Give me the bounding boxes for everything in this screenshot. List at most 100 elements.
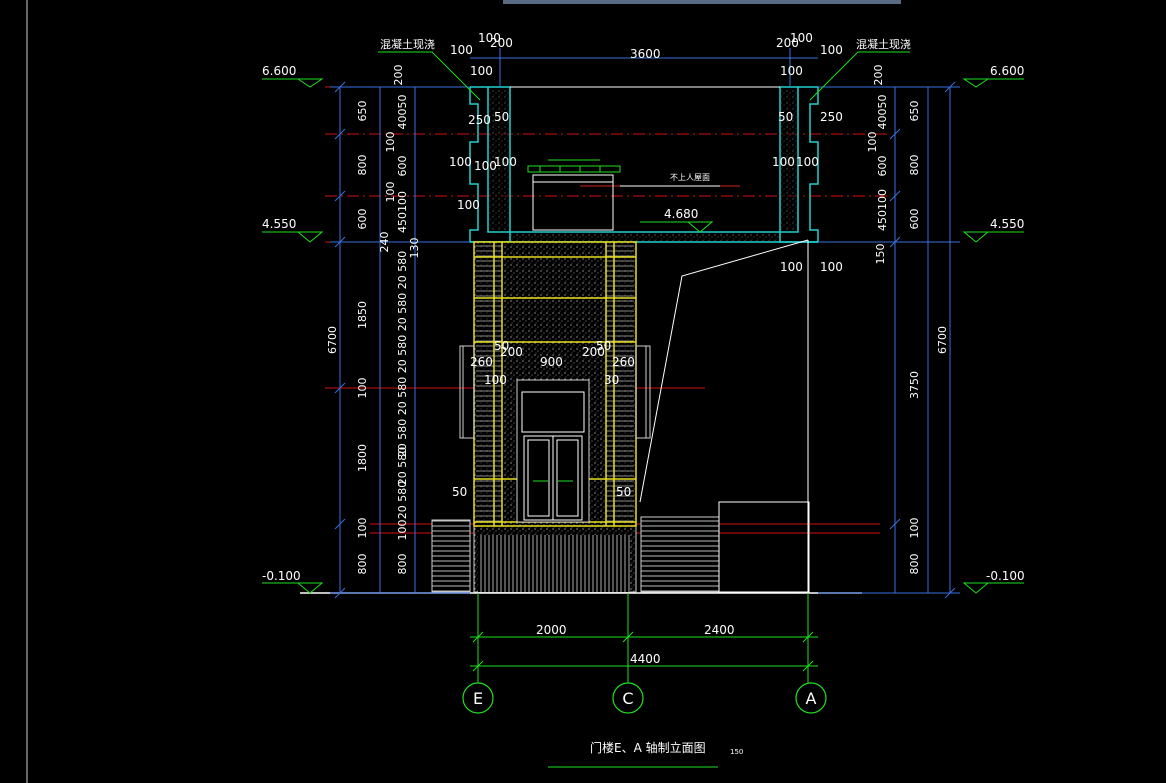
elevation-markers — [262, 78, 1024, 594]
dim-bottom-seg1: 2000 — [536, 623, 567, 637]
dim-left-100a: 100 — [356, 378, 369, 399]
dim-rinner-2: 100 — [866, 132, 879, 153]
dim-l100d: 100 — [457, 198, 480, 212]
dim-right-total: 6700 — [936, 326, 949, 354]
elev-left-bottom: -0.100 — [262, 569, 301, 583]
door-frame — [516, 379, 590, 523]
dim-left-1800: 1800 — [356, 444, 369, 472]
dim-right-650: 650 — [908, 101, 921, 122]
dim-rinner-1: 40050 — [876, 95, 889, 130]
bottom-dimension-lines — [470, 593, 818, 683]
dim-top-a100: 100 — [450, 43, 473, 57]
slab-fill — [511, 233, 779, 241]
dim-top-d100: 100 — [790, 31, 813, 45]
dim-linner-5: 450100 — [396, 191, 409, 233]
axis-bubble-c — [612, 682, 644, 714]
tower-base — [478, 535, 630, 592]
dim-linner-3: 600 — [396, 156, 409, 177]
dim-l100c: 100 — [494, 155, 517, 169]
dim-w200r: 200 — [582, 345, 605, 359]
dim-l100a: 100 — [449, 155, 472, 169]
dim-linner-8: 20 580 — [396, 251, 409, 290]
right-fence — [640, 516, 720, 593]
dim-w50r: 50 — [596, 339, 611, 353]
axis-bubble-a — [795, 682, 827, 714]
elev-right-bottom: -0.100 — [986, 569, 1025, 583]
dim-right-3750: 3750 — [908, 371, 921, 399]
dim-linner-4: 100 — [384, 182, 397, 203]
dim-r100d: 100 — [820, 260, 843, 274]
dim-linner-0: 200 — [392, 65, 405, 86]
dim-top-b100: 100 — [478, 31, 501, 45]
dim-top-f100: 100 — [780, 64, 803, 78]
dim-l50: 50 — [494, 110, 509, 124]
side-balconies — [459, 345, 651, 439]
dim-linner-9: 20 580 — [396, 293, 409, 332]
dim-linner-11: 20 580 — [396, 377, 409, 416]
dim-linner-6: 240 — [378, 232, 391, 253]
dim-bottom-total: 4400 — [630, 652, 661, 666]
dim-top-a200: 200 — [490, 36, 513, 50]
dim-w100: 100 — [484, 373, 507, 387]
dim-r250: 250 — [820, 110, 843, 124]
dim-right-150: 150 — [874, 244, 887, 265]
dim-left-total: 6700 — [326, 326, 339, 354]
dim-linner-14: 20 580 — [396, 481, 409, 520]
dim-w900: 900 — [540, 355, 563, 369]
dim-w30: 30 — [604, 373, 619, 387]
dimension-ticks — [334, 81, 956, 599]
dim-left-100b: 100 — [356, 518, 369, 539]
dim-w200l: 200 — [500, 345, 523, 359]
note-roof: 不上人屋面 — [670, 173, 710, 182]
dim-bottom-seg2: 2400 — [704, 623, 735, 637]
elev-left-top: 6.600 — [262, 64, 296, 78]
right-wall-fill — [781, 90, 797, 230]
drawing-scale: 150 — [730, 748, 743, 756]
dim-left-1850: 1850 — [356, 301, 369, 329]
dim-top-e100: 100 — [820, 43, 843, 57]
dim-rinner-4: 450100 — [876, 189, 889, 231]
dim-l250: 250 — [468, 113, 491, 127]
elev-left-mid: 4.550 — [262, 217, 296, 231]
dim-top-span: 3600 — [630, 47, 661, 61]
left-fence — [431, 519, 471, 593]
dim-rinner-0: 200 — [872, 65, 885, 86]
axis-bubbles — [462, 682, 827, 714]
yellow-trim — [473, 241, 637, 527]
dim-linner-1: 40050 — [396, 95, 409, 130]
axis-label-a: A — [806, 689, 817, 708]
axis-label-c: C — [622, 689, 633, 708]
note-concrete-right: 混凝土现浇 — [856, 37, 911, 51]
dim-left-800a: 800 — [356, 155, 369, 176]
dim-top-b200: 200 — [776, 36, 799, 50]
note-concrete-left: 混凝土现浇 — [380, 37, 435, 51]
dim-left-600: 600 — [356, 209, 369, 230]
dim-r100c: 100 — [780, 260, 803, 274]
dim-b50l: 50 — [452, 485, 467, 499]
dim-linner-7: 130 — [408, 238, 421, 259]
dim-left-800b: 800 — [356, 554, 369, 575]
dim-linner-10: 20 580 — [396, 335, 409, 374]
dim-linner-15: 100 — [396, 520, 409, 541]
axis-bubble-e — [462, 682, 494, 714]
dim-rinner-3: 600 — [876, 156, 889, 177]
dim-right-100: 100 — [908, 518, 921, 539]
dim-b50r: 50 — [616, 485, 631, 499]
dim-w260l: 260 — [470, 355, 493, 369]
axis-label-e: E — [473, 689, 483, 708]
dim-linner-16: 800 — [396, 554, 409, 575]
dim-l100b: 100 — [474, 159, 497, 173]
dim-right-800a: 800 — [908, 155, 921, 176]
dim-top-c100: 100 — [470, 64, 493, 78]
drawing-title: 门楼E、A 轴制立面图 — [590, 740, 706, 755]
dim-linner-12: 20 580 — [396, 419, 409, 458]
dim-r50: 50 — [778, 110, 793, 124]
dim-linner-2: 100 — [384, 132, 397, 153]
dim-left-650: 650 — [356, 101, 369, 122]
elev-right-top: 6.600 — [990, 64, 1024, 78]
dim-right-800b: 800 — [908, 554, 921, 575]
elev-right-mid: 4.550 — [990, 217, 1024, 231]
dim-linner-13: 20 580 — [396, 447, 409, 486]
dim-w50l: 50 — [494, 339, 509, 353]
